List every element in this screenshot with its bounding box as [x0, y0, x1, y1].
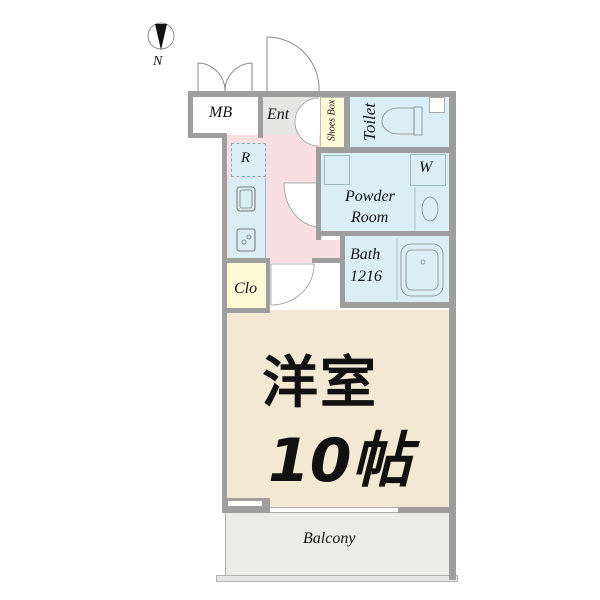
washer-space [410, 154, 446, 186]
closet [227, 263, 266, 311]
western-room-size: 10帖 [268, 426, 412, 496]
meter-box-label: MB [209, 104, 233, 121]
balcony-label: Balcony [303, 530, 356, 547]
entrance-door-icon [266, 36, 320, 93]
compass-label: N [153, 54, 163, 69]
entrance-inner-door-icon [294, 97, 320, 147]
wall-right [449, 91, 456, 580]
wall-powder-left [316, 147, 321, 240]
wall-top [188, 91, 456, 97]
washer-label: W [419, 159, 433, 176]
room-door-icon [270, 263, 315, 306]
window-sash[interactable] [270, 507, 398, 513]
meter-box [193, 97, 258, 133]
wall-left [222, 133, 227, 513]
closet-label: Clo [234, 280, 258, 297]
stove-icon [236, 228, 256, 252]
sink-icon [236, 186, 256, 212]
balcony-rail [216, 575, 458, 582]
refrigerator-label: R [241, 150, 251, 166]
wall-closet-top [222, 258, 270, 263]
wall-room-bottom-right [398, 507, 456, 513]
powder-cabinet [324, 155, 350, 185]
corridor-strip [316, 240, 340, 263]
powder-room [321, 153, 449, 231]
balcony [225, 512, 454, 576]
wall-mb-bottom [188, 133, 227, 138]
kitchen-counter [229, 178, 266, 258]
wall-bath-bottom [340, 302, 449, 308]
shoes-box-label: Shoes Box [326, 99, 338, 142]
wall-niche [228, 501, 262, 506]
wall-toilet-left [344, 97, 350, 153]
wall-mb-left [188, 91, 193, 138]
wall-powder-bottom [316, 231, 449, 236]
meter-box-doors-icon [197, 62, 253, 92]
toilet-label: Toilet [360, 102, 379, 142]
western-room [227, 310, 450, 508]
wall-shoes-bottom [316, 147, 350, 153]
wall-toilet-bottom [344, 147, 449, 153]
powder-room-label-2: Room [351, 209, 389, 226]
wall-closet-right [266, 258, 270, 308]
entrance-label: Ent [267, 106, 290, 123]
wall-closet-bottom [222, 308, 270, 313]
washbasin-icon [414, 188, 439, 230]
shaft [429, 97, 445, 113]
bath-label-1: Bath [350, 246, 381, 263]
western-room-label: 洋室 [262, 351, 378, 416]
toilet-bowl-icon [381, 106, 423, 136]
wall-mb-right [258, 91, 263, 138]
north-arrow-icon [147, 22, 175, 50]
powder-room-label-1: Powder [345, 188, 395, 205]
bath-label-2: 1216 [350, 268, 382, 285]
wall-pink-bottom [312, 258, 345, 263]
refrigerator-space [231, 143, 266, 177]
wall-bath-left [340, 231, 345, 307]
shoes-box [320, 97, 346, 151]
bathtub-icon [396, 238, 444, 300]
